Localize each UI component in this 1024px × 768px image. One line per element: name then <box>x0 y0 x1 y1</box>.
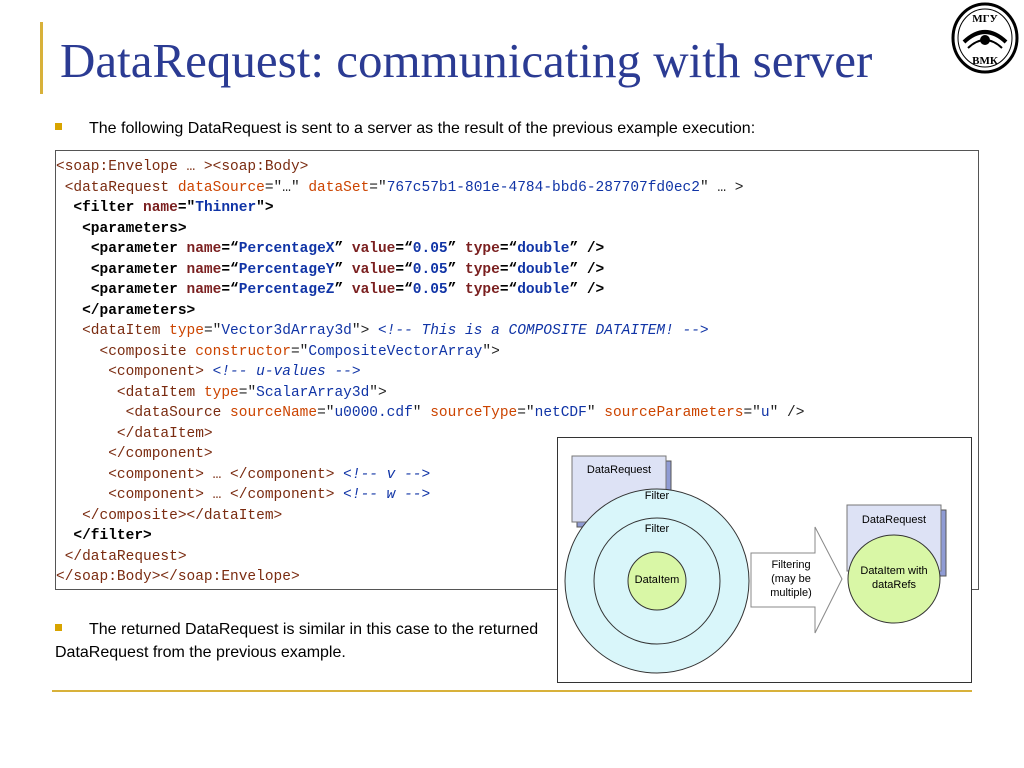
filter-diagram: DataRequest Filter Filter DataItem Filte… <box>557 437 972 683</box>
intro-text: The following DataRequest is sent to a s… <box>89 120 756 137</box>
dataitem-label: DataItem <box>634 574 680 586</box>
bottom-accent-rule <box>52 690 972 692</box>
code-listing: <soap:Envelope … ><soap:Body> <dataReque… <box>55 150 979 590</box>
title-accent-rule <box>40 22 43 94</box>
filtering-arrow <box>750 526 843 634</box>
bullet-marker <box>55 123 62 131</box>
filtering-label: Filtering (may be multiple) <box>770 559 812 599</box>
dataitem-circle <box>627 551 687 611</box>
returned-text: The returned DataRequest is similar in t… <box>55 621 539 661</box>
outer-filter-label: Filter <box>644 490 670 502</box>
datarequest-left-label: DataRequest <box>586 464 652 476</box>
inner-filter-label: Filter <box>644 523 670 535</box>
logo-top-text: МГУ <box>972 13 997 25</box>
dataitem-refs-circle <box>847 534 941 624</box>
bullet-marker <box>55 624 62 632</box>
intro-bullet: The following DataRequest is sent to a s… <box>55 120 755 138</box>
datarequest-right-label: DataRequest <box>861 514 927 526</box>
slide-title: DataRequest: communicating with server <box>60 33 873 88</box>
university-seal-icon: МГУ ВМК <box>951 2 1019 74</box>
returned-bullet: The returned DataRequest is similar in t… <box>55 618 550 664</box>
xml-code: <soap:Envelope … ><soap:Body> <dataReque… <box>56 159 805 585</box>
dataitem-refs-label: DataItem with dataRefs <box>860 565 928 591</box>
logo-bottom-text: ВМК <box>972 55 998 67</box>
